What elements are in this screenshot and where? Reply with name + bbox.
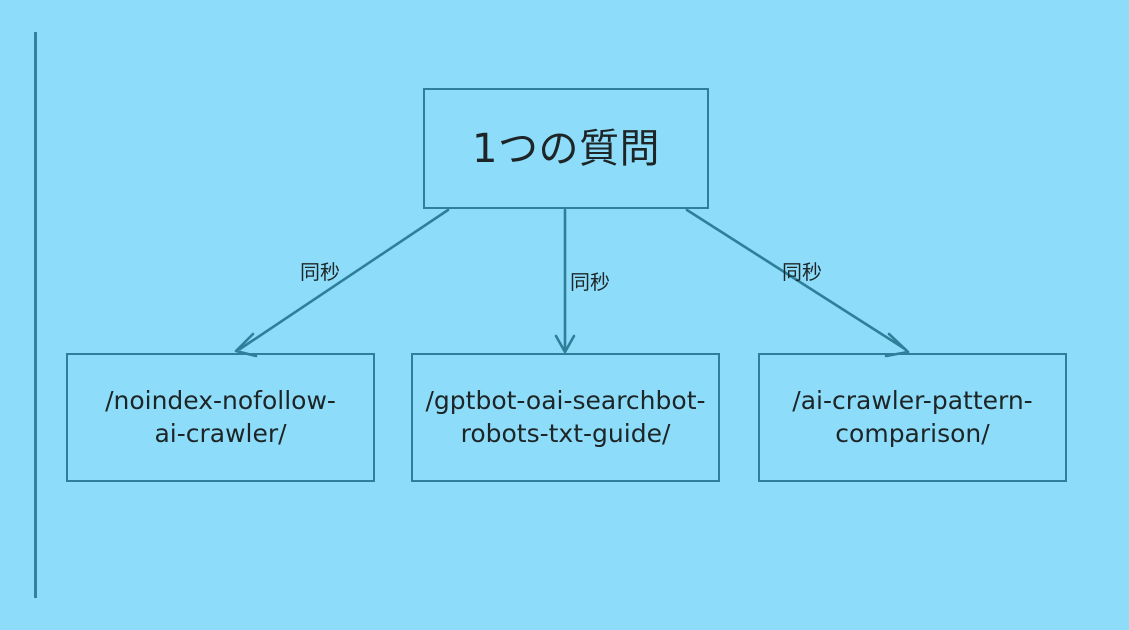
node-leaf-noindex-nofollow-ai-crawler[interactable]: /noindex-nofollow- ai-crawler/ [66,353,375,482]
node-leaf-3-label: /ai-crawler-pattern- comparison/ [792,385,1032,450]
edge-label-left: 同秒 [300,260,340,284]
node-leaf-3-label-line2: comparison/ [835,418,990,448]
arrowhead-middle [554,334,576,354]
node-leaf-1-label: /noindex-nofollow- ai-crawler/ [105,385,336,450]
node-root-label: 1つの質問 [472,125,660,172]
node-leaf-2-label-line2: robots-txt-guide/ [460,418,671,448]
node-root[interactable]: 1つの質問 [423,88,709,209]
node-leaf-3-label-line1: /ai-crawler-pattern- [792,386,1033,415]
edge-line-left [238,208,450,351]
edge-label-middle: 同秒 [570,270,610,294]
edge-label-right: 同秒 [782,260,822,284]
node-leaf-2-label: /gptbot-oai-searchbot- robots-txt-guide/ [425,385,705,450]
node-leaf-gptbot-oai-searchbot-robots-txt-guide[interactable]: /gptbot-oai-searchbot- robots-txt-guide/ [411,353,720,482]
vertical-rule-decoration [34,32,37,598]
node-leaf-ai-crawler-pattern-comparison[interactable]: /ai-crawler-pattern- comparison/ [758,353,1067,482]
node-leaf-1-label-line1: /noindex-nofollow- [105,386,336,415]
node-leaf-1-label-line2: ai-crawler/ [154,418,287,448]
node-leaf-2-label-line1: /gptbot-oai-searchbot- [425,386,706,415]
